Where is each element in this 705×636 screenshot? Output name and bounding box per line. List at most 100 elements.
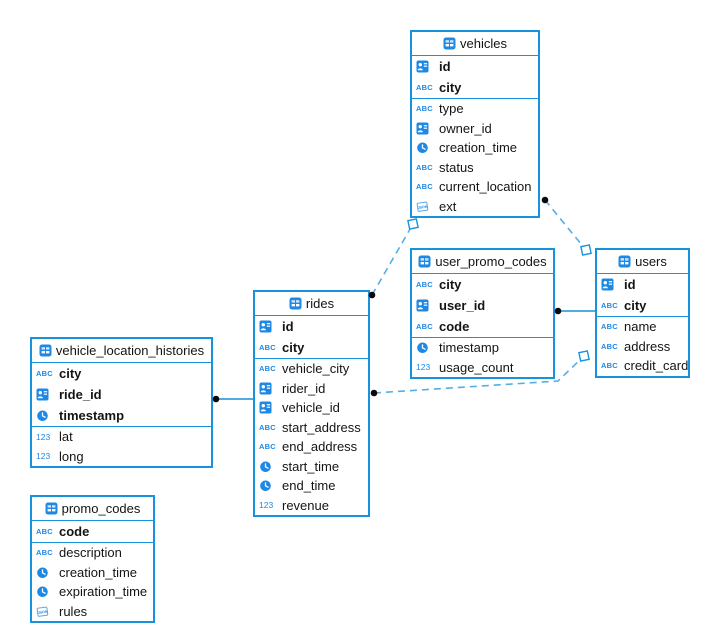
column-label: credit_card [624, 358, 689, 374]
relation-rides-users[interactable] [373, 355, 585, 394]
abc-icon: ABC [601, 300, 618, 310]
column-label: city [282, 340, 305, 355]
table-name: rides [305, 296, 335, 311]
column-label: code [59, 524, 90, 539]
column-rides-start_time: start_time [255, 457, 368, 477]
column-label: owner_id [439, 120, 492, 136]
primary-key-section: ABC city user_id ABC code [412, 274, 553, 338]
table-icon [39, 344, 52, 357]
column-vehicles-creation_time: creation_time [412, 138, 538, 158]
column-rides-rider_id: rider_id [255, 379, 368, 399]
column-users-credit_card: ABC credit_card [597, 356, 688, 376]
column-label: code [439, 319, 470, 334]
column-label: id [439, 59, 451, 74]
column-vehicle_location_histories-timestamp: timestamp [32, 405, 211, 426]
table-icon [289, 297, 302, 310]
column-label: start_address [282, 419, 361, 435]
abc-icon: ABC [416, 279, 433, 289]
table-header-user_promo_codes[interactable]: user_promo_codes [412, 250, 553, 274]
table-name: users [635, 254, 667, 269]
column-label: city [439, 277, 462, 292]
column-user_promo_codes-user_id: user_id [412, 295, 553, 316]
columns-section: ABC description creation_time expiration_… [32, 543, 153, 621]
column-label: creation_time [439, 140, 518, 156]
clock-icon [36, 566, 55, 579]
column-users-id: id [597, 274, 688, 295]
column-label: timestamp [439, 340, 499, 356]
abc-icon: ABC [601, 341, 618, 351]
uuid-icon [36, 388, 55, 401]
table-header-rides[interactable]: rides [255, 292, 368, 316]
uuid-icon [259, 382, 278, 395]
column-rides-end_time: end_time [255, 476, 368, 496]
abc-icon: ABC [601, 361, 618, 370]
table-icon [618, 255, 631, 268]
json-icon: JSON [416, 200, 435, 213]
relation-vehicles-users[interactable] [544, 199, 587, 251]
clock-icon [36, 585, 55, 598]
table-icon [45, 502, 58, 515]
clock-icon [416, 341, 435, 354]
column-label: rider_id [282, 380, 326, 396]
table-name: vehicle_location_histories [55, 343, 205, 358]
table-header-vehicle_location_histories[interactable]: vehicle_location_histories [32, 339, 211, 363]
uuid-icon [259, 320, 278, 333]
column-user_promo_codes-timestamp: timestamp [412, 338, 553, 358]
table-header-users[interactable]: users [597, 250, 688, 274]
column-vehicle_location_histories-ride_id: ride_id [32, 384, 211, 405]
column-user_promo_codes-city: ABC city [412, 274, 553, 295]
clock-icon [259, 479, 278, 492]
table-icon [443, 37, 456, 50]
table-header-promo_codes[interactable]: promo_codes [32, 497, 153, 521]
column-label: ride_id [59, 387, 102, 402]
uuid-icon [416, 60, 435, 73]
json-icon: JSON [36, 605, 55, 618]
123-icon: 123 [36, 451, 51, 461]
column-label: type [439, 101, 464, 117]
relation-rides-vehicles[interactable] [371, 223, 414, 296]
column-rides-id: id [255, 316, 368, 337]
column-label: start_time [282, 458, 340, 474]
column-label: creation_time [59, 564, 138, 580]
svg-text:JSON: JSON [417, 204, 428, 209]
uuid-icon [416, 299, 435, 312]
column-label: ext [439, 198, 457, 214]
table-name: promo_codes [61, 501, 141, 516]
column-label: lat [59, 429, 73, 445]
clock-icon [416, 141, 435, 154]
abc-icon: ABC [36, 368, 53, 378]
column-label: expiration_time [59, 584, 148, 600]
table-name: user_promo_codes [435, 254, 547, 269]
column-vehicles-id: id [412, 56, 538, 77]
table-header-vehicles[interactable]: vehicles [412, 32, 538, 56]
column-promo_codes-expiration_time: expiration_time [32, 582, 153, 602]
column-promo_codes-rules: JSON rules [32, 602, 153, 622]
column-label: description [59, 545, 122, 561]
column-promo_codes-creation_time: creation_time [32, 563, 153, 583]
uuid-icon [416, 122, 435, 135]
column-vehicles-ext: JSON ext [412, 197, 538, 217]
clock-icon [259, 460, 278, 473]
column-promo_codes-description: ABC description [32, 543, 153, 563]
column-label: revenue [282, 497, 329, 513]
column-label: vehicle_city [282, 361, 350, 377]
column-vehicles-owner_id: owner_id [412, 119, 538, 139]
abc-icon: ABC [36, 548, 53, 557]
